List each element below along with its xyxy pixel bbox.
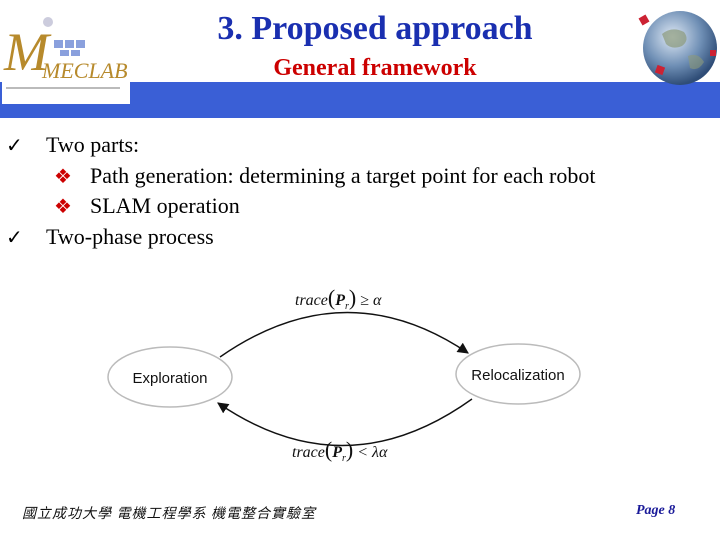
exploration-label: Exploration [132, 370, 207, 387]
slide-subtitle: General framework [273, 55, 477, 81]
footer-institution: 國立成功大學 電機工程學系 機電整合實驗室 [22, 507, 316, 522]
logo-text: MECLAB [41, 58, 128, 83]
exploration-node [107, 346, 233, 408]
sub-bullet-item: ❖ Path generation: determining a target p… [54, 163, 595, 189]
slide-header: M MECLAB 3. Proposed approach General fr… [0, 0, 720, 118]
relocalization-label: Relocalization [471, 367, 564, 384]
page-number: Page 8 [636, 503, 676, 518]
slide-title: 3. Proposed approach [217, 10, 533, 47]
bullet-item: ✓ Two-phase process [6, 224, 214, 250]
sub-bullet-item: ❖ SLAM operation [54, 193, 240, 219]
top-transition-arrow [219, 311, 469, 358]
checkmark-icon: ✓ [6, 135, 23, 157]
sub-bullet-text: Path generation: determining a target po… [90, 163, 596, 188]
globe-icon [638, 11, 717, 85]
bottom-condition-label: trace(Pr) < λα [292, 437, 388, 464]
diamond-bullet-icon: ❖ [54, 196, 72, 218]
sub-bullet-text: SLAM operation [90, 193, 240, 218]
bullet-item: ✓ Two parts: [6, 132, 139, 158]
relocalization-node [455, 343, 581, 405]
diamond-bullet-icon: ❖ [54, 166, 72, 188]
meclab-logo: M MECLAB [2, 8, 130, 104]
top-condition-label: trace(Pr) ≥ α [295, 285, 382, 312]
two-phase-diagram: Exploration Relocalization trace(Pr) ≥ α… [107, 285, 581, 464]
bottom-transition-arrow [217, 398, 473, 447]
svg-text:M: M [3, 22, 52, 82]
bullet-text: Two parts: [46, 132, 140, 157]
bullet-text: Two-phase process [46, 224, 214, 249]
checkmark-icon: ✓ [6, 227, 23, 249]
